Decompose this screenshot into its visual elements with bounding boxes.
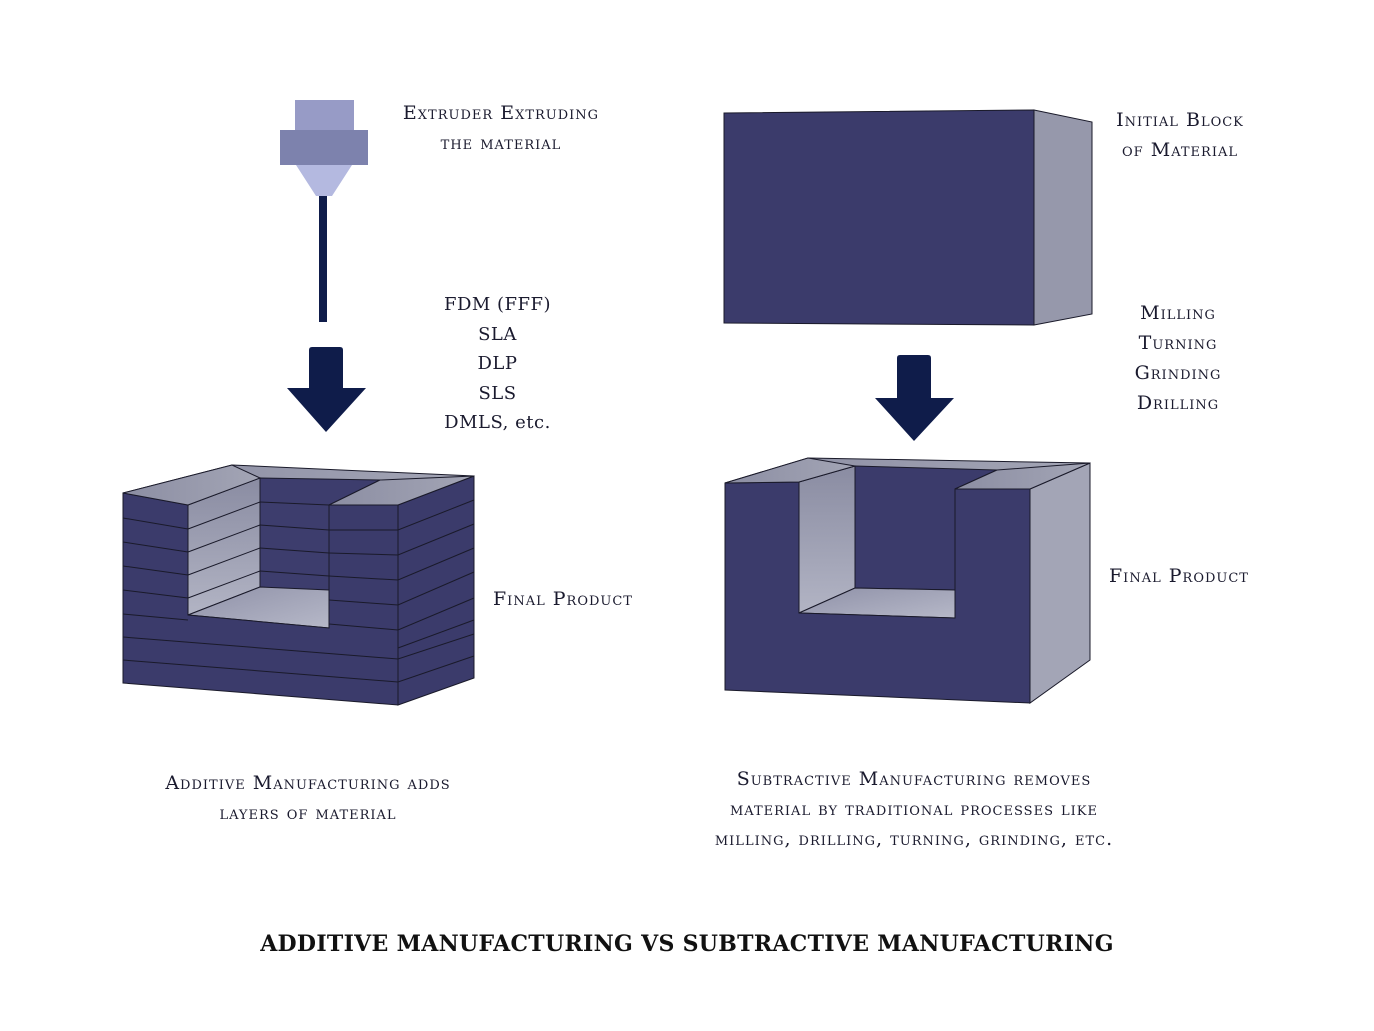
down-arrow-icon-subtractive	[875, 355, 954, 441]
additive-process-item: FDM (FFF)	[443, 294, 552, 315]
subtractive-final-product-label: Final Product	[1109, 565, 1249, 587]
additive-final-product	[122, 464, 475, 706]
additive-caption: Additive Manufacturing adds layers of ma…	[148, 768, 468, 828]
subtractive-process-item: Turning	[1138, 332, 1218, 354]
subtractive-final-product	[724, 457, 1091, 704]
subtractive-process-list: Milling Turning Grinding Drilling	[1118, 298, 1238, 418]
initial-block-label-line-1: Initial Block	[1116, 109, 1244, 131]
additive-process-item: DMLS, etc.	[444, 412, 551, 433]
extruder-label: Extruder Extruding the material	[396, 98, 606, 158]
subtractive-process-item: Milling	[1140, 302, 1216, 324]
initial-block-label: Initial Block of Material	[1110, 105, 1250, 165]
initial-block	[723, 109, 1093, 326]
extruder-icon	[280, 100, 368, 322]
additive-caption-line-2: layers of material	[219, 802, 397, 824]
additive-process-item: SLS	[478, 382, 517, 404]
additive-process-item: SLA	[478, 323, 517, 345]
down-arrow-icon-additive	[287, 347, 366, 432]
extruder-label-line-1: Extruder Extruding	[402, 102, 600, 124]
subtractive-caption-line-1: Subtractive Manufacturing removes	[736, 768, 1092, 790]
initial-block-label-line-2: of Material	[1122, 139, 1238, 161]
additive-process-item: DLP	[477, 353, 518, 374]
subtractive-process-item: Grinding	[1134, 362, 1222, 384]
extruder-label-line-2: the material	[440, 132, 562, 154]
additive-caption-line-1: Additive Manufacturing adds	[165, 772, 451, 794]
subtractive-caption-line-2: material by traditional processes like	[729, 798, 1098, 820]
additive-layer-lines	[122, 499, 475, 683]
additive-process-list: FDM (FFF) SLA DLP SLS DMLS, etc.	[425, 290, 570, 438]
footer-title: ADDITIVE MANUFACTURING VS SUBTRACTIVE MA…	[260, 931, 1114, 957]
subtractive-caption: Subtractive Manufacturing removes materi…	[694, 764, 1134, 854]
subtractive-caption-line-3: milling, drilling, turning, grinding, et…	[714, 828, 1114, 850]
additive-final-product-label: Final Product	[493, 588, 633, 610]
subtractive-process-item: Drilling	[1136, 392, 1220, 414]
